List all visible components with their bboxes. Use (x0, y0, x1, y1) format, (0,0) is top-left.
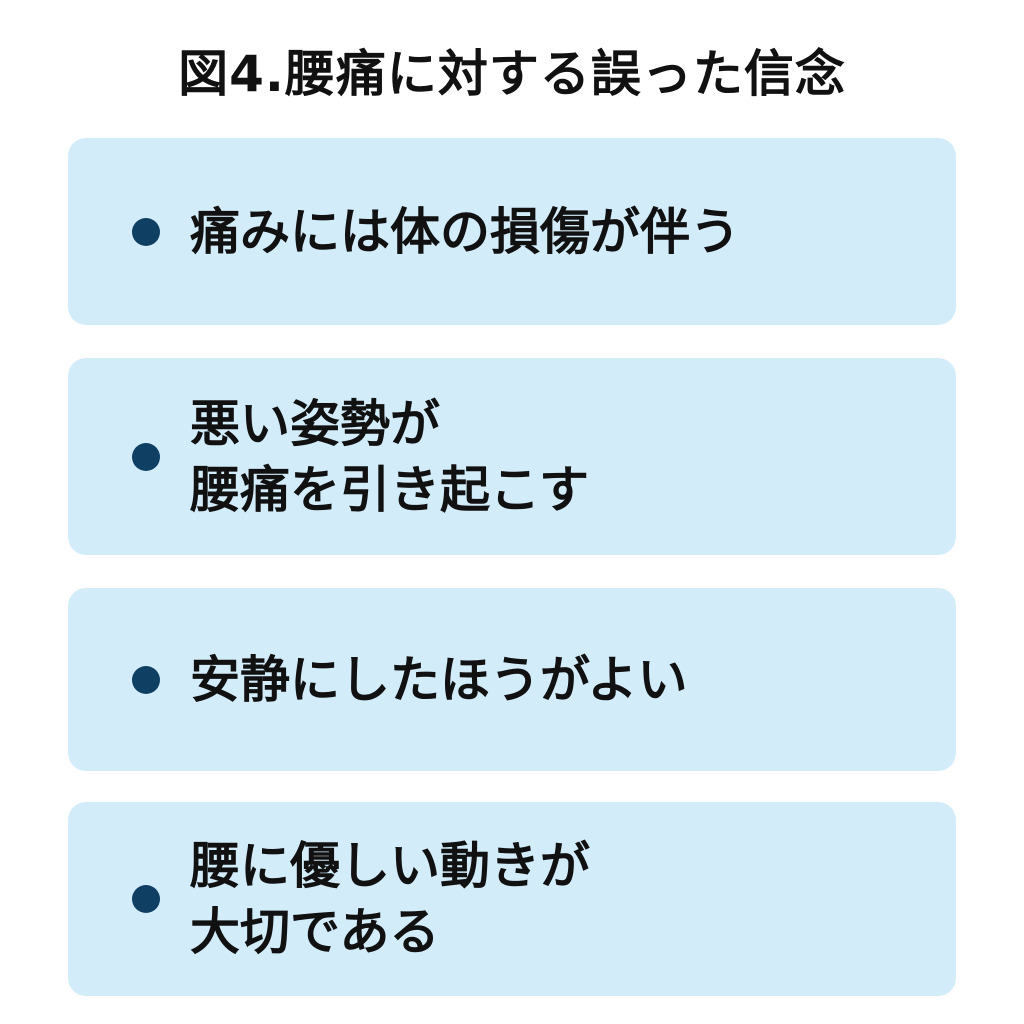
belief-card-1: 痛みには体の損傷が伴う (68, 138, 956, 325)
figure-title: 図4.腰痛に対する誤った信念 (178, 45, 846, 103)
belief-text-line: 腰痛を引き起こす (190, 460, 589, 519)
belief-text-line: 悪い姿勢が (190, 394, 440, 453)
belief-text-line: 大切である (190, 903, 440, 961)
belief-text-line: 痛みには体の損傷が伴う (190, 202, 740, 261)
belief-text-line: 腰に優しい動きが (190, 837, 590, 895)
bullet-icon (132, 442, 160, 471)
belief-text-4: 腰に優しい動きが 大切である (190, 833, 590, 965)
belief-card-4: 腰に優しい動きが 大切である (68, 802, 956, 996)
bullet-icon (132, 885, 160, 913)
bullet-icon (132, 665, 160, 694)
bullet-icon (132, 217, 160, 246)
belief-text-1: 痛みには体の損傷が伴う (190, 199, 740, 265)
belief-text-3: 安静にしたほうがよい (190, 647, 688, 713)
belief-text-2: 悪い姿勢が 腰痛を引き起こす (190, 391, 589, 523)
belief-card-3: 安静にしたほうがよい (68, 588, 956, 771)
belief-text-line: 安静にしたほうがよい (190, 650, 688, 709)
belief-card-2: 悪い姿勢が 腰痛を引き起こす (68, 358, 956, 555)
